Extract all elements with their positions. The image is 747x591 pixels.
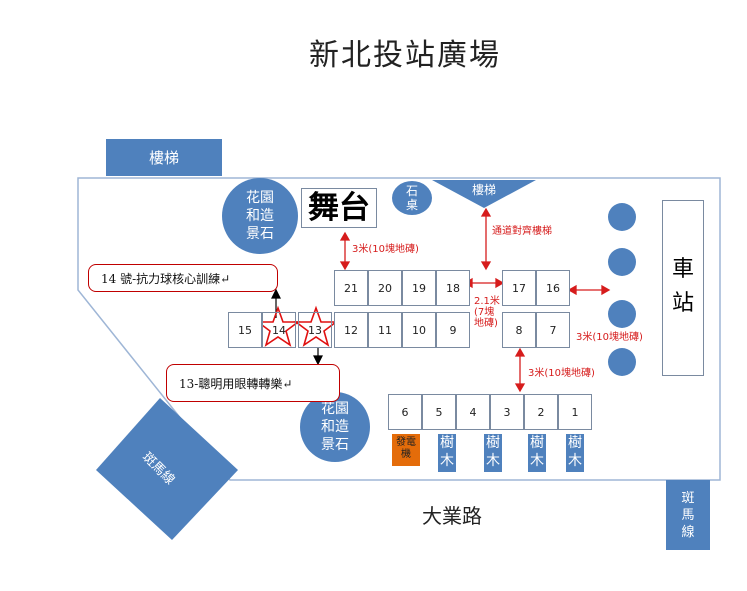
crosswalk-right: 斑 馬 線 bbox=[666, 480, 710, 550]
stall-12: 12 bbox=[334, 312, 368, 348]
callout-13: 13-聰明用眼轉轉樂↵ bbox=[166, 364, 340, 402]
stairs-triangle bbox=[432, 180, 536, 208]
crosswalk-left-shape bbox=[96, 398, 238, 540]
tree-4: 樹 木 bbox=[566, 434, 584, 472]
stall-3: 3 bbox=[490, 394, 524, 430]
note-bottom-gap: 3米(10塊地磚) bbox=[528, 368, 595, 379]
star-14 bbox=[255, 305, 301, 347]
generator: 發電 機 bbox=[392, 434, 420, 466]
tree-2: 樹 木 bbox=[484, 434, 502, 472]
stall-4: 4 bbox=[456, 394, 490, 430]
note-corridor: 通道對齊樓梯 bbox=[492, 226, 552, 237]
note-stage-gap: 3米(10塊地磚) bbox=[352, 244, 419, 255]
stall-18: 18 bbox=[436, 270, 470, 306]
stall-7: 7 bbox=[536, 312, 570, 348]
stall-16: 16 bbox=[536, 270, 570, 306]
stall-13: 13 bbox=[298, 312, 332, 348]
pillar-3 bbox=[608, 300, 636, 328]
stage: 舞台 bbox=[301, 188, 377, 228]
stall-11: 11 bbox=[368, 312, 402, 348]
stall-17: 17 bbox=[502, 270, 536, 306]
tree-1: 樹 木 bbox=[438, 434, 456, 472]
stone-table: 石 桌 bbox=[392, 181, 432, 215]
stall-2: 2 bbox=[524, 394, 558, 430]
stall-8: 8 bbox=[502, 312, 536, 348]
garden-rock-top: 花園 和造 景石 bbox=[222, 178, 298, 254]
stall-10: 10 bbox=[402, 312, 436, 348]
station: 車 站 bbox=[662, 200, 704, 376]
stall-5: 5 bbox=[422, 394, 456, 430]
note-station-gap: 3米(10塊地磚) bbox=[576, 332, 643, 343]
note-mid-gap: 2.1米 (7塊 地磚) bbox=[474, 296, 500, 329]
stall-15: 15 bbox=[228, 312, 262, 348]
stall-6: 6 bbox=[388, 394, 422, 430]
pillar-4 bbox=[608, 348, 636, 376]
stall-20: 20 bbox=[368, 270, 402, 306]
stall-19: 19 bbox=[402, 270, 436, 306]
stairs-mid: 樓梯 bbox=[471, 182, 496, 197]
stall-21: 21 bbox=[334, 270, 368, 306]
stairs-top: 樓梯 bbox=[106, 139, 222, 176]
garden-rock-bottom: 花園 和造 景石 bbox=[300, 392, 370, 462]
pillar-2 bbox=[608, 248, 636, 276]
road-label: 大業路 bbox=[422, 504, 482, 528]
stall-1: 1 bbox=[558, 394, 592, 430]
page-title: 新北投站廣場 bbox=[309, 38, 501, 73]
stall-9: 9 bbox=[436, 312, 470, 348]
tree-3: 樹 木 bbox=[528, 434, 546, 472]
stall-14: 14 bbox=[262, 312, 296, 348]
pillar-1 bbox=[608, 203, 636, 231]
callout-14: 14 號-抗力球核心訓練↵ bbox=[88, 264, 278, 292]
